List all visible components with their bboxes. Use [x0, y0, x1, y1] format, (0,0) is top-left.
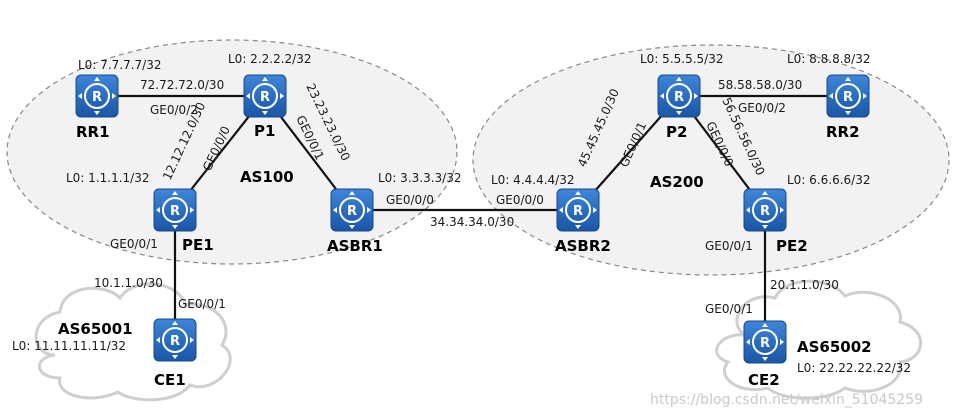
router-p2-name: P2 [666, 123, 687, 141]
router-p2-icon[interactable] [657, 74, 701, 118]
router-asbr2-name: ASBR2 [555, 237, 611, 255]
router-pe2-name: PE2 [776, 237, 808, 255]
link-pe2-ce2-subnet: 20.1.1.0/30 [770, 278, 839, 292]
router-ce1-name: CE1 [154, 371, 186, 389]
router-ce2-loopback: L0: 22.22.22.22/32 [797, 361, 911, 375]
link-pe1-ce1-subnet: 10.1.1.0/30 [94, 276, 163, 290]
router-rr1-icon[interactable] [75, 74, 119, 118]
as100-region [6, 39, 458, 265]
router-p2-loopback: L0: 5.5.5.5/32 [640, 52, 723, 66]
as65002-cloud [715, 279, 923, 400]
link-pe2-ce2-interface-a: GE0/0/1 [705, 239, 753, 253]
router-asbr2-loopback: L0: 4.4.4.4/32 [491, 173, 574, 187]
as65002-label: AS65002 [797, 338, 872, 356]
router-ce1-icon[interactable] [153, 318, 197, 362]
link-p2-rr2-interface: GE0/0/2 [738, 101, 786, 115]
as100-label: AS100 [240, 168, 294, 186]
router-p1-icon[interactable] [243, 74, 287, 118]
router-ce2-name: CE2 [748, 371, 780, 389]
router-asbr1-name: ASBR1 [327, 237, 383, 255]
as65001-cloud [34, 282, 232, 402]
router-rr2-loopback: L0: 8.8.8.8/32 [787, 52, 870, 66]
link-asbr1-asbr2-subnet: 34.34.34.0/30 [430, 215, 514, 229]
link-p2-rr2-subnet: 58.58.58.0/30 [718, 78, 802, 92]
router-pe1-name: PE1 [182, 236, 214, 254]
router-ce2-icon[interactable] [743, 320, 787, 364]
router-ce1-loopback: L0: 11.11.11.11/32 [12, 339, 126, 353]
router-p1-name: P1 [254, 122, 275, 140]
router-rr1-loopback: L0: 7.7.7.7/32 [78, 58, 161, 72]
link-pe1-ce1-interface-a: GE0/0/1 [110, 237, 158, 251]
router-rr2-icon[interactable] [826, 74, 870, 118]
router-rr2-name: RR2 [826, 123, 860, 141]
as200-label: AS200 [650, 173, 704, 191]
router-pe2-loopback: L0: 6.6.6.6/32 [787, 173, 870, 187]
router-pe1-loopback: L0: 1.1.1.1/32 [66, 171, 149, 185]
as65001-label: AS65001 [58, 320, 133, 338]
watermark-text: https://blog.csdn.net/weixin_51045259 [650, 392, 923, 408]
router-asbr2-icon[interactable] [556, 188, 600, 232]
router-asbr1-icon[interactable] [330, 188, 374, 232]
router-asbr1-loopback: L0: 3.3.3.3/32 [378, 171, 461, 185]
router-p1-loopback: L0: 2.2.2.2/32 [228, 52, 311, 66]
router-pe1-icon[interactable] [153, 188, 197, 232]
router-pe2-icon[interactable] [743, 188, 787, 232]
link-asbr1-asbr2-interface-b: GE0/0/0 [496, 193, 544, 207]
link-asbr1-asbr2-interface-a: GE0/0/0 [386, 193, 434, 207]
link-pe1-ce1-interface-b: GE0/0/1 [178, 297, 226, 311]
link-rr1-p1-subnet: 72.72.72.0/30 [140, 78, 224, 92]
link-pe2-ce2-interface-b: GE0/0/1 [705, 302, 753, 316]
router-rr1-name: RR1 [76, 123, 110, 141]
link-rr1-p1-interface: GE0/0/2 [150, 103, 198, 117]
